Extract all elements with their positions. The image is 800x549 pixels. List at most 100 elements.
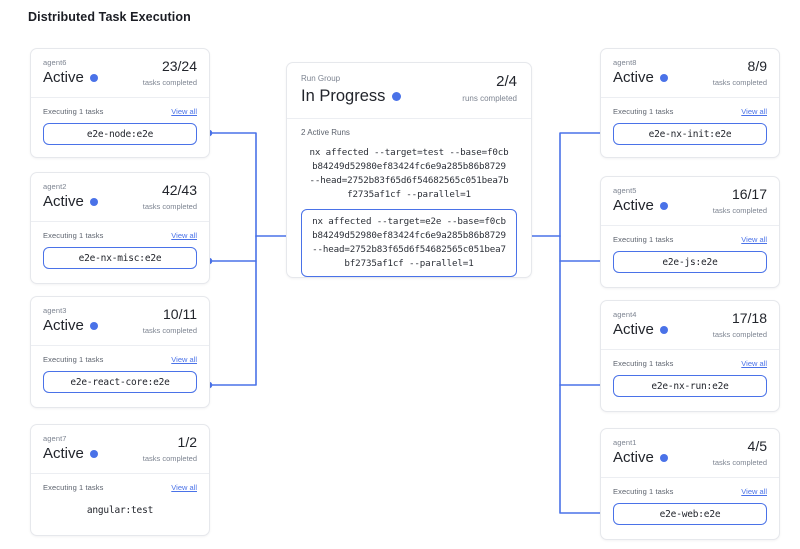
executing-label: Executing 1 tasks [43,107,104,116]
task-chip[interactable]: e2e-nx-run:e2e [613,375,767,397]
agent-card-agent7[interactable]: agent7 Active 1/2 tasks completed Execut… [30,424,210,536]
view-all-link[interactable]: View all [741,487,767,496]
status-dot-icon [659,454,668,462]
agent-count-value: 1/2 [177,434,197,450]
agent-count-block: 23/24 tasks completed [143,58,197,88]
agent-body-top: Executing 1 tasks View all [613,359,767,368]
agent-name: agent3 [43,306,67,315]
agent-count-block: 16/17 tasks completed [713,186,767,216]
wire-agent3 [208,235,257,386]
run-group-count-label: runs completed [462,94,517,103]
agent-status-row: Active [43,193,197,211]
agent-card-header: agent1 Active 4/5 tasks completed [601,429,779,478]
view-all-link[interactable]: View all [171,231,197,240]
agent-count-value: 17/18 [731,310,767,326]
agent-card-header: agent7 Active 1/2 tasks completed [31,425,209,474]
executing-label: Executing 1 tasks [43,355,104,364]
run-group-count-value: 2/4 [496,73,517,90]
agent-card-body: Executing 1 tasks View all e2e-nx-run:e2… [601,350,779,409]
status-dot-icon [659,74,668,82]
agent-count-value: 16/17 [731,186,767,202]
agent-status-row: Active [613,197,767,215]
task-chip[interactable]: e2e-node:e2e [43,123,197,145]
agent-count-value: 4/5 [747,438,767,454]
task-chip[interactable]: e2e-js:e2e [613,251,767,273]
executing-label: Executing 1 tasks [613,359,674,368]
agent-status-row: Active [43,69,197,87]
executing-label: Executing 1 tasks [613,235,674,244]
agent-count-block: 8/9 tasks completed [713,58,767,88]
agent-card-agent4[interactable]: agent4 Active 17/18 tasks completed Exec… [600,300,780,412]
agent-card-body: Executing 1 tasks View all e2e-nx-init:e… [601,98,779,157]
executing-label: Executing 1 tasks [613,487,674,496]
status-dot-icon [659,202,668,210]
view-all-link[interactable]: View all [741,235,767,244]
agent-card-agent6[interactable]: agent6 Active 23/24 tasks completed Exec… [30,48,210,158]
task-chip[interactable]: e2e-nx-init:e2e [613,123,767,145]
agent-body-top: Executing 1 tasks View all [43,107,197,116]
agent-count-block: 17/18 tasks completed [713,310,767,340]
agent-count-value: 23/24 [161,58,197,74]
task-chip[interactable]: angular:test [43,499,197,521]
agent-name: agent5 [613,186,637,195]
agent-status-text: Active [43,69,84,86]
run-command-selected[interactable]: nx affected --target=e2e --base=f0cbb842… [301,209,517,277]
agent-card-header: agent3 Active 10/11 tasks completed [31,297,209,346]
status-dot-icon [89,450,98,458]
view-all-link[interactable]: View all [741,107,767,116]
agent-card-agent8[interactable]: agent8 Active 8/9 tasks completed Execut… [600,48,780,158]
run-group-status-row: In Progress [301,86,517,106]
status-dot-icon [659,326,668,334]
agent-card-header: agent2 Active 42/43 tasks completed [31,173,209,222]
run-command[interactable]: nx affected --target=test --base=f0cbb84… [309,147,509,200]
page-title: Distributed Task Execution [28,10,191,24]
agent-count-label: tasks completed [712,78,767,87]
agent-card-body: Executing 1 tasks View all e2e-nx-misc:e… [31,222,209,281]
agent-card-agent1[interactable]: agent1 Active 4/5 tasks completed Execut… [600,428,780,540]
agent-card-body: Executing 1 tasks View all e2e-react-cor… [31,346,209,405]
agent-status-row: Active [43,317,197,335]
agent-card-body: Executing 1 tasks View all e2e-js:e2e [601,226,779,285]
status-dot-icon [89,198,98,206]
agent-count-block: 42/43 tasks completed [143,182,197,212]
task-chip[interactable]: e2e-web:e2e [613,503,767,525]
agent-card-agent3[interactable]: agent3 Active 10/11 tasks completed Exec… [30,296,210,408]
task-chip[interactable]: e2e-nx-misc:e2e [43,247,197,269]
agent-name: agent1 [613,438,637,447]
agent-card-header: agent6 Active 23/24 tasks completed [31,49,209,98]
agent-card-body: Executing 1 tasks View all e2e-web:e2e [601,478,779,537]
agent-body-top: Executing 1 tasks View all [43,483,197,492]
agent-count-label: tasks completed [712,330,767,339]
agent-name: agent2 [43,182,67,191]
executing-label: Executing 1 tasks [43,483,104,492]
view-all-link[interactable]: View all [741,359,767,368]
agent-card-agent5[interactable]: agent5 Active 16/17 tasks completed Exec… [600,176,780,288]
view-all-link[interactable]: View all [171,107,197,116]
run-group-kicker: Run Group [301,74,341,83]
agent-status-text: Active [43,193,84,210]
status-dot-icon [392,91,402,101]
run-group-card[interactable]: Run Group In Progress 2/4 runs completed… [286,62,532,278]
agent-status-text: Active [613,321,654,338]
agent-name: agent8 [613,58,637,67]
view-all-link[interactable]: View all [171,355,197,364]
agent-status-row: Active [613,321,767,339]
agent-status-text: Active [613,197,654,214]
task-chip[interactable]: e2e-react-core:e2e [43,371,197,393]
agent-status-row: Active [613,449,767,467]
agent-count-label: tasks completed [142,202,197,211]
agent-count-label: tasks completed [142,454,197,463]
agent-card-body: Executing 1 tasks View all angular:test [31,474,209,533]
agent-body-top: Executing 1 tasks View all [613,235,767,244]
agent-status-row: Active [43,445,197,463]
run-group-count-block: 2/4 runs completed [462,73,517,105]
agent-card-agent2[interactable]: agent2 Active 42/43 tasks completed Exec… [30,172,210,284]
active-runs-label: 2 Active Runs [301,128,350,137]
agent-card-header: agent4 Active 17/18 tasks completed [601,301,779,350]
agent-count-block: 10/11 tasks completed [143,306,197,336]
agent-status-row: Active [613,69,767,87]
view-all-link[interactable]: View all [171,483,197,492]
agent-count-label: tasks completed [142,326,197,335]
agent-status-text: Active [43,317,84,334]
